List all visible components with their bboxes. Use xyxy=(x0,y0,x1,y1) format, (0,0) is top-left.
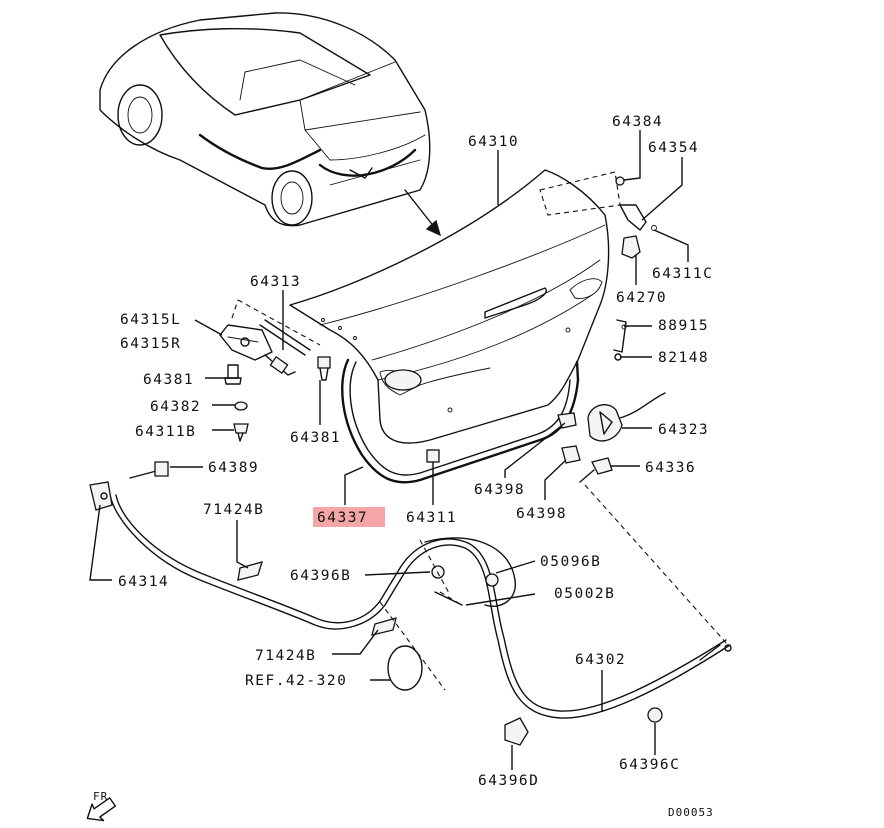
label-88915[interactable]: 88915 xyxy=(658,318,709,334)
label-64311C[interactable]: 64311C xyxy=(652,266,713,282)
label-64323[interactable]: 64323 xyxy=(658,422,709,438)
hinge-stay-assembly xyxy=(219,299,440,463)
label-64354[interactable]: 64354 xyxy=(648,140,699,156)
right-side-components xyxy=(557,176,666,483)
label-64396D[interactable]: 64396D xyxy=(478,773,539,789)
label-64336[interactable]: 64336 xyxy=(645,460,696,476)
label-64315R[interactable]: 64315R xyxy=(120,336,181,352)
label-64381-left[interactable]: 64381 xyxy=(143,372,194,388)
label-71424B-bottom[interactable]: 71424B xyxy=(255,648,316,664)
label-64381-center[interactable]: 64381 xyxy=(290,430,341,446)
label-64398-a[interactable]: 64398 xyxy=(474,482,525,498)
label-64396B[interactable]: 64396B xyxy=(290,568,351,584)
guide-lines xyxy=(379,484,729,691)
label-05096B[interactable]: 05096B xyxy=(540,554,601,570)
label-64315L[interactable]: 64315L xyxy=(120,312,181,328)
label-64398-b[interactable]: 64398 xyxy=(516,506,567,522)
vehicle-overview xyxy=(99,12,442,237)
label-64302[interactable]: 64302 xyxy=(575,652,626,668)
label-64311B[interactable]: 64311B xyxy=(135,424,196,440)
label-71424B-top[interactable]: 71424B xyxy=(203,502,264,518)
fr-arrow-icon xyxy=(86,797,117,822)
leader-lines xyxy=(89,130,689,770)
trunk-lid xyxy=(289,169,621,444)
label-64382[interactable]: 64382 xyxy=(150,399,201,415)
label-64396C[interactable]: 64396C xyxy=(619,757,680,773)
highlight-64337 xyxy=(313,507,385,527)
release-cable xyxy=(89,461,732,746)
label-64313[interactable]: 64313 xyxy=(250,274,301,290)
fr-label: FR xyxy=(93,790,108,803)
label-82148[interactable]: 82148 xyxy=(658,350,709,366)
label-64384[interactable]: 64384 xyxy=(612,114,663,130)
label-64311[interactable]: 64311 xyxy=(406,510,457,526)
front-direction-indicator: FR xyxy=(86,790,117,822)
label-ref-42-320[interactable]: REF.42-320 xyxy=(245,673,347,689)
label-64310[interactable]: 64310 xyxy=(468,134,519,150)
diagram-code: D00053 xyxy=(668,806,714,819)
label-64314[interactable]: 64314 xyxy=(118,574,169,590)
label-64337[interactable]: 64337 xyxy=(317,510,368,526)
label-64389[interactable]: 64389 xyxy=(208,460,259,476)
label-64270[interactable]: 64270 xyxy=(616,290,667,306)
part-labels: 64310 64384 64354 64311C 64270 88915 821… xyxy=(118,114,713,789)
label-05002B[interactable]: 05002B xyxy=(554,586,615,602)
